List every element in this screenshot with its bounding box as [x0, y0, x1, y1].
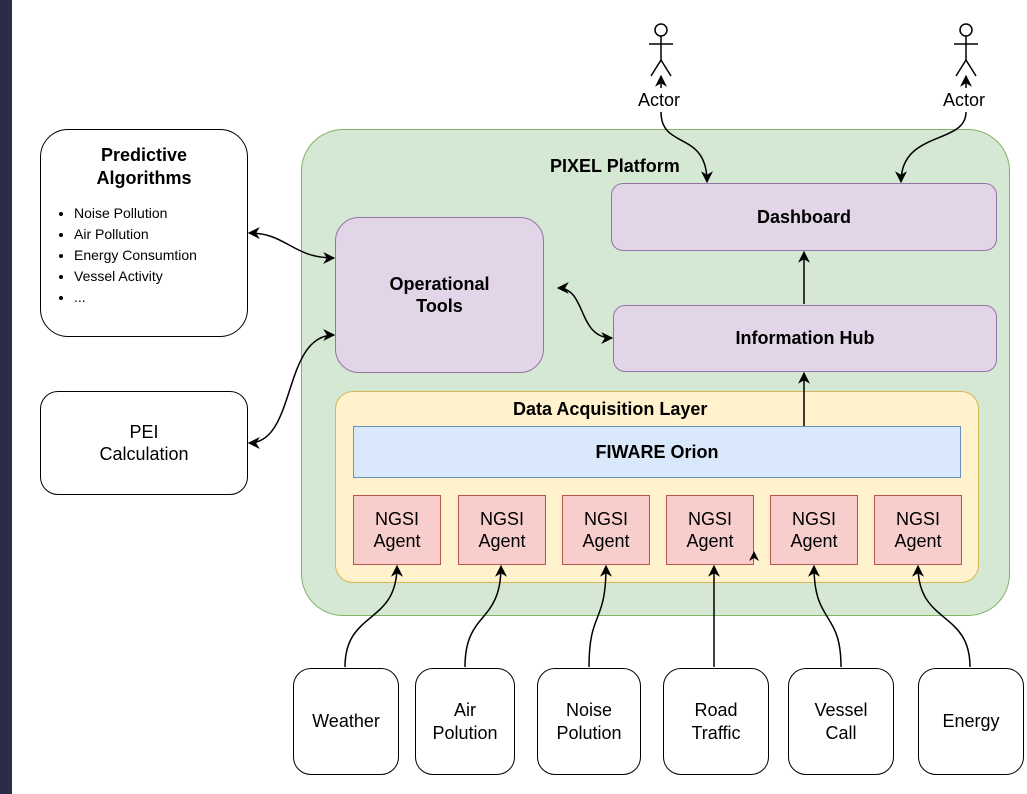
predictive-algorithms-box: Predictive Algorithms Noise Pollution Ai… [40, 129, 248, 337]
actor-2-icon [954, 23, 978, 77]
list-item: Energy Consumtion [74, 245, 234, 266]
source-line1: Air [454, 700, 476, 720]
agent-line1: NGSI [479, 508, 524, 529]
actor-1-icon [649, 23, 673, 77]
source-line1: Road [694, 700, 738, 720]
agent-line1: NGSI [791, 508, 836, 529]
air-to-agent [464, 564, 507, 668]
predictive-title-line1: Predictive [100, 145, 188, 165]
source-line1: Vessel [814, 700, 868, 720]
actor2-to-dashboard [895, 111, 967, 184]
data-acquisition-layer [335, 391, 979, 583]
agent-line1: NGSI [374, 508, 419, 529]
list-item: ... [74, 287, 234, 308]
diagram-canvas: PIXEL Platform Data Acquisition Layer FI… [12, 0, 1027, 794]
predictive-list: Noise Pollution Air Pollution Energy Con… [54, 203, 234, 308]
information-hub-box: Information Hub [613, 305, 997, 372]
tools-hub-connector [556, 282, 614, 344]
stray-arrow-mark [749, 551, 759, 561]
list-item: Noise Pollution [74, 203, 234, 224]
information-hub-label: Information Hub [735, 328, 875, 349]
connectors-layer [247, 23, 978, 668]
source-line2: Polution [432, 722, 498, 743]
vessel-to-agent [808, 564, 842, 668]
pei-line2: Calculation [99, 444, 189, 464]
noise-to-agent [588, 564, 612, 668]
predictive-tools-connector [247, 227, 336, 264]
list-item: Air Pollution [74, 224, 234, 245]
source-line1: Weather [312, 711, 380, 732]
agent-line2: Agent [894, 531, 942, 551]
agent-line2: Agent [582, 531, 630, 551]
pei-line1: PEI [129, 421, 159, 442]
data-acquisition-title: Data Acquisition Layer [513, 399, 708, 419]
list-item: Vessel Activity [74, 266, 234, 287]
source-line2: Traffic [691, 722, 741, 743]
actor1-to-dashboard [660, 111, 713, 184]
energy-to-agent [912, 564, 971, 668]
fiware-orion-label: FIWARE Orion [595, 441, 719, 462]
predictive-title-line2: Algorithms [96, 168, 192, 189]
agent-line2: Agent [373, 531, 421, 551]
operational-tools-line1: Operational [389, 273, 490, 294]
platform-title: PIXEL Platform [550, 156, 680, 176]
agent-line1: NGSI [687, 508, 732, 529]
agent-line1: NGSI [895, 508, 940, 529]
source-weather: Weather [293, 668, 399, 775]
agent-line2: Agent [790, 531, 838, 551]
source-line2: Polution [556, 722, 622, 743]
dashboard-label: Dashboard [756, 206, 852, 227]
weather-to-agent [344, 564, 403, 668]
source-line1: Energy [942, 711, 1000, 732]
source-line2: Call [825, 722, 857, 743]
dashboard-box: Dashboard [611, 183, 997, 251]
agent-line2: Agent [478, 531, 526, 551]
operational-tools-line2: Tools [416, 296, 463, 316]
source-energy: Energy [918, 668, 1024, 775]
actor-label-2: Actor [943, 90, 986, 110]
agent-line1: NGSI [583, 508, 628, 529]
actor-label-1: Actor [638, 90, 681, 110]
fiware-orion-box: FIWARE Orion [353, 426, 961, 478]
source-line1: Noise [565, 700, 613, 720]
agent-line2: Agent [686, 531, 734, 551]
pei-tools-connector [247, 329, 336, 449]
